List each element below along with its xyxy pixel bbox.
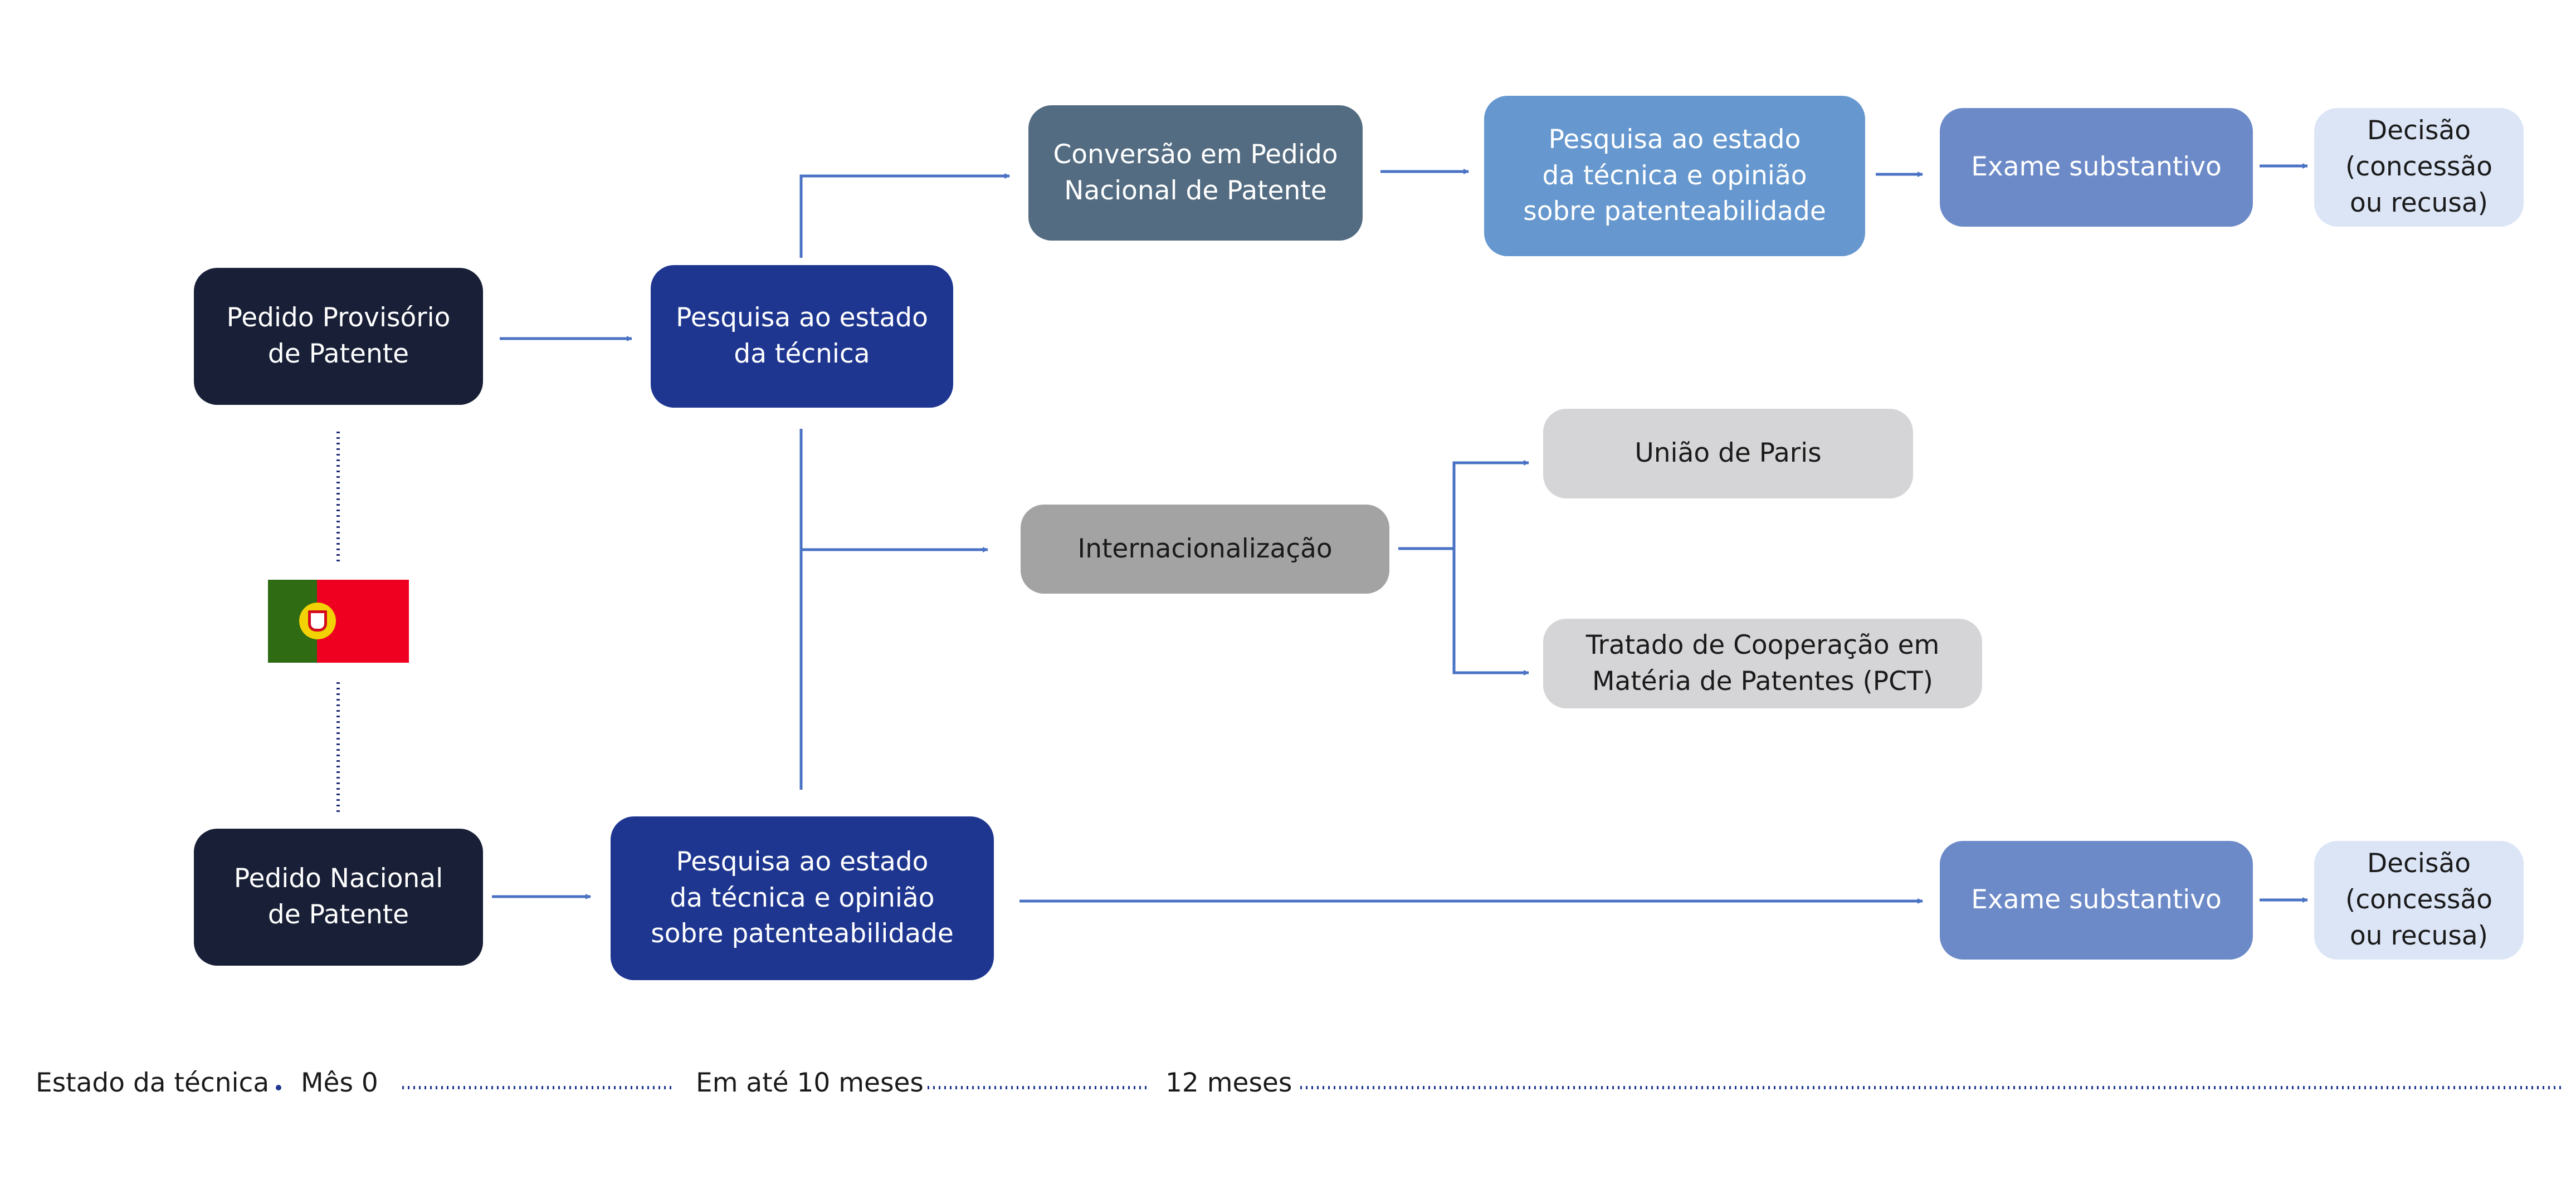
search-opinion-bottom-label: Pesquisa ao estado da técnica e opinião … [651,844,954,953]
timeline-month-0: Mês 0 [301,1065,378,1102]
internationalization-label: Internacionalização [1077,531,1332,567]
flag-shield [308,610,327,632]
decision-top-label: Decisão (concessão ou recusa) [2345,113,2492,222]
provisional-application-box: Pedido Provisório de Patente [194,268,483,405]
arrow-search-to-conversion [801,176,1009,258]
exam-top-label: Exame substantivo [1971,149,2222,185]
timeline-label: Estado da técnica [36,1065,269,1102]
internationalization-fork-pct [1454,549,1529,673]
exam-bottom-label: Exame substantivo [1971,882,2222,918]
exam-bottom-box: Exame substantivo [1940,841,2253,960]
national-application-box: Pedido Nacional de Patente [194,829,483,966]
conversion-box: Conversão em Pedido Nacional de Patente [1028,105,1363,241]
timeline-10-months: Em até 10 meses [696,1065,924,1102]
internationalization-fork [1398,463,1529,549]
portugal-flag-icon [268,580,409,663]
decision-bottom-label: Decisão (concessão ou recusa) [2345,846,2492,955]
pct-box: Tratado de Cooperação em Matéria de Pate… [1543,619,1982,708]
flag-armillary-emblem [299,603,336,639]
provisional-application-label: Pedido Provisório de Patente [227,300,451,373]
paris-union-box: União de Paris [1543,409,1913,498]
prior-art-search-label: Pesquisa ao estado da técnica [676,300,928,373]
conversion-label: Conversão em Pedido Nacional de Patente [1053,137,1338,209]
paris-union-label: União de Paris [1635,435,1821,472]
pct-label: Tratado de Cooperação em Matéria de Pate… [1586,628,1940,700]
decision-top-box: Decisão (concessão ou recusa) [2314,108,2524,227]
prior-art-search-box: Pesquisa ao estado da técnica [651,265,953,408]
timeline-12-months: 12 meses [1165,1065,1292,1102]
decision-bottom-box: Decisão (concessão ou recusa) [2314,841,2524,960]
search-opinion-top-box: Pesquisa ao estado da técnica e opinião … [1484,96,1865,256]
search-opinion-bottom-box: Pesquisa ao estado da técnica e opinião … [611,816,994,980]
internationalization-box: Internacionalização [1021,505,1389,594]
national-application-label: Pedido Nacional de Patente [234,861,443,933]
search-opinion-top-label: Pesquisa ao estado da técnica e opinião … [1523,122,1826,231]
exam-top-box: Exame substantivo [1940,108,2253,227]
timeline-marker-dot [276,1085,281,1090]
